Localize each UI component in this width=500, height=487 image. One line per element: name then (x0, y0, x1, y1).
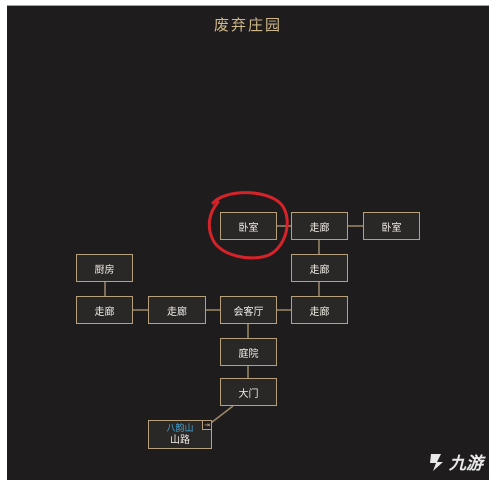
exit-door-icon[interactable]: ⇥ (202, 420, 212, 430)
room-label: 卧室 (381, 222, 402, 234)
map-title: 废弃庄园 (213, 16, 282, 34)
room-gate[interactable]: 大门 (220, 378, 277, 406)
map-panel: 废弃庄园 卧室 走廊 卧室 走廊 厨房 走廊 走廊 会客 (7, 5, 489, 480)
room-label: 走廊 (309, 264, 330, 276)
room-corridor-north[interactable]: 走廊 (291, 212, 348, 240)
room-label: 走廊 (309, 222, 330, 234)
room-corridor-south[interactable]: 走廊 (291, 296, 348, 324)
watermark-text: 九游 (449, 454, 483, 474)
room-label: 山路 (170, 434, 190, 446)
exit-region-label: 八韵山 (166, 423, 194, 434)
room-label: 走廊 (167, 306, 187, 318)
room-label: 会客厅 (233, 306, 264, 318)
room-label: 卧室 (238, 222, 259, 234)
room-bedroom-east[interactable]: 卧室 (363, 212, 420, 240)
room-label: 大门 (238, 388, 259, 400)
room-corridor-west[interactable]: 走廊 (76, 296, 133, 324)
room-label: 走廊 (94, 306, 115, 318)
room-label: 厨房 (94, 264, 115, 276)
room-mountain-road[interactable]: 八韵山 山路 ⇥ (148, 420, 212, 449)
jiuyou-logo-icon (430, 453, 443, 471)
room-label: 走廊 (309, 306, 330, 318)
room-bedroom-west[interactable]: 卧室 (220, 212, 277, 240)
room-courtyard[interactable]: 庭院 (220, 338, 277, 366)
room-corridor-center[interactable]: 走廊 (148, 296, 206, 324)
jiuyou-watermark: 九游 (427, 449, 483, 474)
room-living-room[interactable]: 会客厅 (220, 296, 277, 324)
room-corridor-middle[interactable]: 走廊 (291, 254, 348, 282)
room-kitchen[interactable]: 厨房 (76, 254, 133, 282)
room-label: 庭院 (238, 348, 259, 360)
room-connections (104, 225, 363, 427)
